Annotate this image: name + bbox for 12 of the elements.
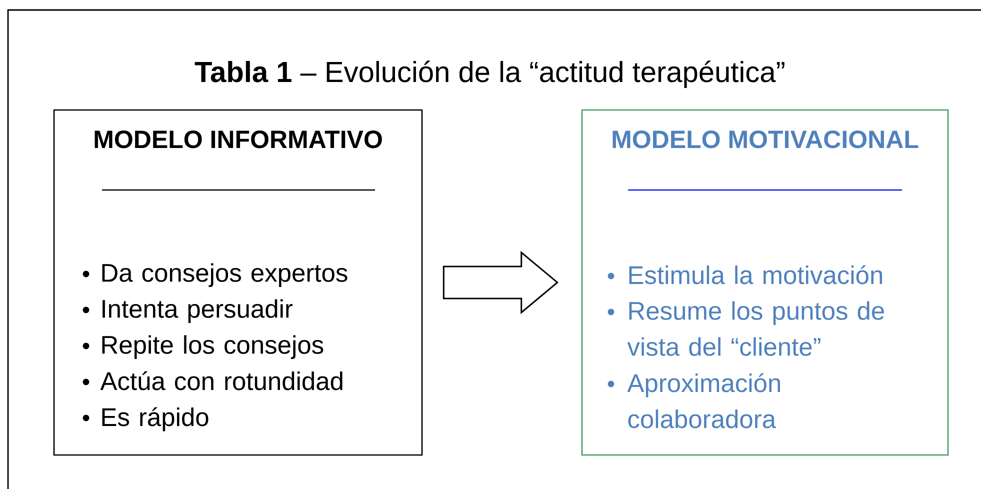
title: Tabla 1 – Evolución de la “actitud terapéutica” bbox=[194, 60, 784, 88]
bullet-item: Actúa con rotundidad bbox=[82, 371, 342, 390]
bullet-item: Repite los consejos bbox=[82, 335, 324, 359]
heading: MODELO INFORMATIVO bbox=[94, 130, 382, 148]
heading: MODELO MOTIVACIONAL bbox=[612, 130, 918, 148]
bullet-item: Intenta persuadir bbox=[82, 299, 293, 323]
bullet-item: Da consejos expertos bbox=[82, 263, 348, 287]
bullet-item: Aproximación colaboradora bbox=[608, 373, 780, 428]
bullet-item: Es rápido bbox=[82, 407, 208, 432]
bullet-item: Estimula la motivación bbox=[608, 265, 882, 284]
block-arrow bbox=[442, 250, 559, 314]
bullet-item: Resume los puntos de vista del “cliente” bbox=[608, 301, 884, 356]
